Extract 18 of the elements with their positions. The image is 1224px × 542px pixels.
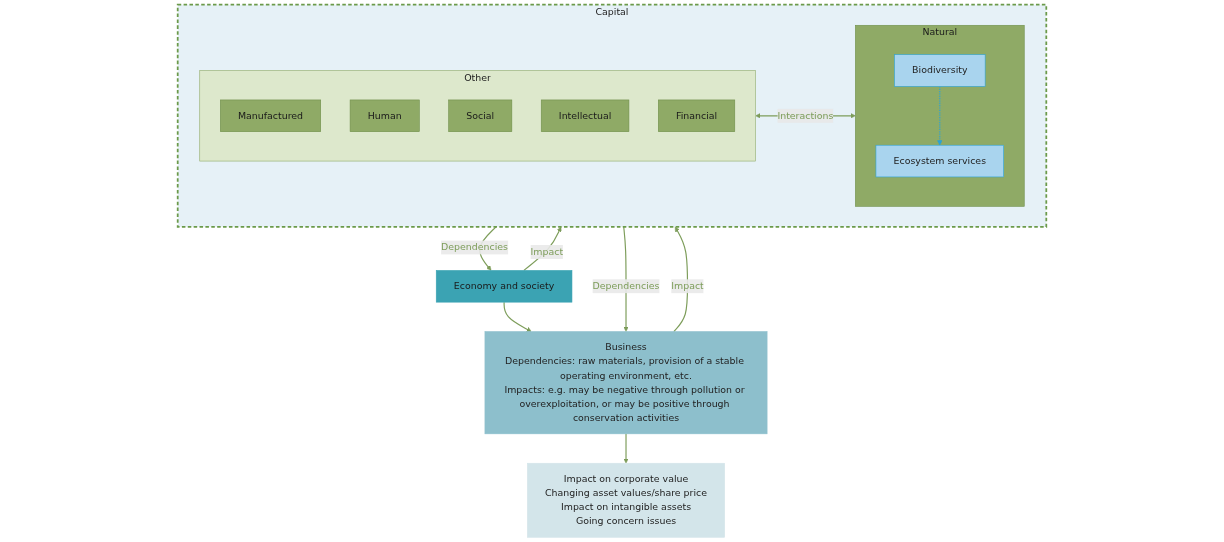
node-box: Social <box>448 99 513 132</box>
edge-label: Impact <box>530 246 564 258</box>
node-box: Economy and society <box>435 270 573 303</box>
edge-label: Impact <box>671 280 704 292</box>
node-box: Biodiversity <box>894 54 986 87</box>
node-box: Manufactured <box>220 99 321 132</box>
node-box: Intellectual <box>540 99 630 132</box>
arrow <box>623 433 629 464</box>
node-box: Impact on corporate value Changing asset values/share price Impact on intangible assets Going concern issues <box>527 462 725 538</box>
arrow <box>503 301 532 332</box>
edge-label: Interactions <box>777 109 834 122</box>
node-box: Human <box>349 99 420 132</box>
arrow <box>937 85 943 146</box>
node-box: Ecosystem services <box>875 144 1004 178</box>
node-box: Business Dependencies: raw materials, provision of a stable operating environment, etc. Impacts: e.g. may be negative through pollution or overexploitation, or may be positive through conservation activities <box>484 331 768 435</box>
node-box: Financial <box>658 99 736 132</box>
edge-label: Dependencies <box>592 280 660 292</box>
edge-label: Dependencies <box>441 241 509 253</box>
